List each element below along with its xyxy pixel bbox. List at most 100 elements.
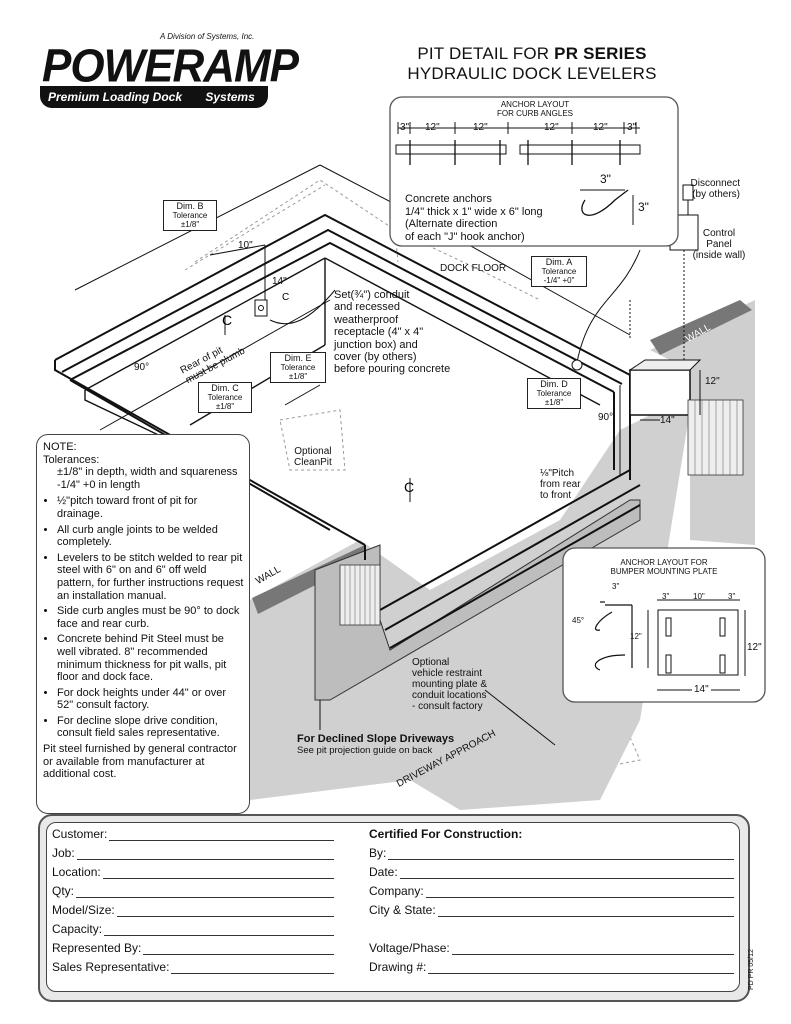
bumper-title-2: BUMPER MOUNTING PLATE (610, 567, 718, 576)
dim-b-tol1: Tolerance (172, 211, 208, 220)
note-tolerances: Tolerances: (43, 453, 100, 466)
declined-note: For Declined Slope Driveways See pit pro… (297, 733, 454, 756)
form-panel (46, 822, 740, 992)
angle-90-b: 90° (598, 412, 614, 423)
control-line2: Panel (706, 239, 732, 250)
form-field-by[interactable] (388, 848, 734, 860)
vr-5: - consult factory (412, 701, 483, 712)
form-right: Certified For Construction: By: Date: Co… (369, 827, 734, 974)
dim-c-tol2: ±1/8" (215, 402, 235, 411)
conduit-5: junction box) and (334, 338, 418, 351)
conduit-3: weatherproof (334, 313, 399, 326)
form-field-capacity[interactable] (104, 924, 334, 936)
bumper-d3a: 3" (612, 582, 620, 591)
dim-a-tol2: -1/4" +0" (543, 276, 575, 285)
dim-e: Dim. E (284, 353, 312, 363)
dim-d-tol2: ±1/8" (544, 398, 564, 407)
disconnect-label: Disconnect (by others) (688, 178, 740, 200)
disconnect-line1: Disconnect (690, 178, 740, 189)
form-label: Date: (369, 865, 398, 879)
note-tol-1: ±1/8" in depth, width and squareness (57, 466, 238, 479)
cleanpit-label: Optional CleanPit (294, 446, 332, 468)
form-field-job[interactable] (76, 848, 334, 860)
note-bullet: For dock heights under 44" or over 52" c… (57, 687, 245, 712)
vehicle-restraint-note: Optional vehicle restraint mounting plat… (412, 657, 487, 712)
form-field-represented-by[interactable] (143, 943, 334, 955)
control-panel-label: Control Panel (inside wall) (690, 228, 748, 261)
dim-e-tol2: ±1/8" (288, 372, 308, 381)
form-field-sales-rep[interactable] (171, 962, 334, 974)
form-label: Company: (369, 884, 424, 898)
dim-e-box: Dim. E Tolerance ±1/8" (270, 352, 326, 383)
curb-dim-0: 3" (400, 122, 410, 133)
form-field-qty[interactable] (76, 886, 334, 898)
svg-text:C: C (282, 292, 289, 303)
vr-1: Optional (412, 657, 450, 668)
logo-tagline-right: Systems (205, 90, 255, 104)
title-prefix: PIT DETAIL FOR (417, 44, 555, 63)
form-field-company[interactable] (425, 886, 734, 898)
dock-floor-label: DOCK FLOOR (440, 263, 507, 274)
title-bold: PR SERIES (554, 44, 647, 63)
logo-tagline-bar: Premium Loading Dock Systems (40, 86, 268, 108)
anchor-text-1: Concrete anchors (405, 193, 492, 205)
bumper-d14: 14" (692, 684, 711, 695)
control-line1: Control (702, 228, 736, 239)
vr-4: conduit locations (412, 690, 487, 701)
note-panel: NOTE: Tolerances: ±1/8" in depth, width … (36, 434, 250, 814)
pitch-3: to front (540, 490, 572, 501)
dim-b: Dim. B (176, 201, 204, 211)
form-field-date[interactable] (399, 867, 734, 879)
dim-d: Dim. D (540, 379, 568, 389)
form-field-voltage[interactable] (451, 943, 734, 955)
curb-dim-5: 3" (627, 122, 637, 133)
form-label: Voltage/Phase: (369, 941, 450, 955)
anchor-text-4: of each "J" hook anchor) (405, 230, 525, 243)
note-bullet: Concrete behind Pit Steel must be well v… (57, 633, 245, 683)
note-bullet: For decline slope drive condition, consu… (57, 715, 245, 740)
note-bullet: All curb angle joints to be welded compl… (57, 524, 245, 549)
form-label: Model/Size: (52, 903, 115, 917)
disconnect-line2: (by others) (692, 189, 740, 200)
page-title: PIT DETAIL FOR PR SERIES HYDRAULIC DOCK … (382, 44, 682, 84)
note-bullet: Side curb angles must be 90° to dock fac… (57, 605, 245, 630)
dim-e-tol1: Tolerance (280, 363, 316, 372)
form-label: City & State: (369, 903, 436, 917)
anchor-curb-title-2: FOR CURB ANGLES (496, 109, 573, 118)
form-field-drawing-number[interactable] (428, 962, 734, 974)
bumper-d10: 10" (693, 592, 705, 601)
pitch-label: ⅛"Pitch from rear to front (540, 468, 581, 501)
note-bullet: Levelers to be stitch welded to rear pit… (57, 552, 245, 602)
dim-c-tol1: Tolerance (207, 393, 243, 402)
form-label: By: (369, 846, 387, 860)
declined-sub: See pit projection guide on back (297, 745, 433, 756)
dim-a: Dim. A (545, 257, 573, 267)
form-label: Capacity: (52, 922, 103, 936)
form-field-customer[interactable] (109, 829, 334, 841)
form-label: Customer: (52, 827, 108, 841)
anchor-curb-title: ANCHOR LAYOUT FOR CURB ANGLES (460, 100, 610, 118)
note-title: NOTE: (43, 441, 77, 453)
anchor-text-2: 1/4" thick x 1" wide x 6" long (405, 205, 543, 218)
dim-c: Dim. C (211, 383, 239, 393)
form-label: Drawing #: (369, 960, 427, 974)
pitch-1: ⅛"Pitch (540, 468, 575, 479)
logo-wordmark: POWERAMP (42, 40, 299, 93)
form-field-location[interactable] (102, 867, 334, 879)
svg-text:C: C (404, 479, 414, 495)
note-bullets: ½"pitch toward front of pit for drainage… (43, 495, 245, 740)
anchor-curb-text: Concrete anchors 1/4" thick x 1" wide x … (405, 193, 543, 243)
bumper-d3b: 3" (662, 592, 670, 601)
dim-14-b: 14" (660, 415, 675, 426)
anchor-text-3: (Alternate direction (405, 218, 498, 230)
form-field-city-state[interactable] (437, 905, 734, 917)
declined-title: For Declined Slope Driveways (297, 733, 455, 745)
pitch-2: from rear (540, 479, 581, 490)
dim-14-a: 14" (272, 276, 287, 287)
conduit-7: before pouring concrete (334, 363, 451, 376)
form-left: Customer: Job: Location: Qty: Model/Size… (52, 827, 334, 974)
bumper-d12a: 12" (630, 632, 642, 641)
form-field-model[interactable] (116, 905, 334, 917)
hook-dim-top: 3" (600, 172, 611, 186)
